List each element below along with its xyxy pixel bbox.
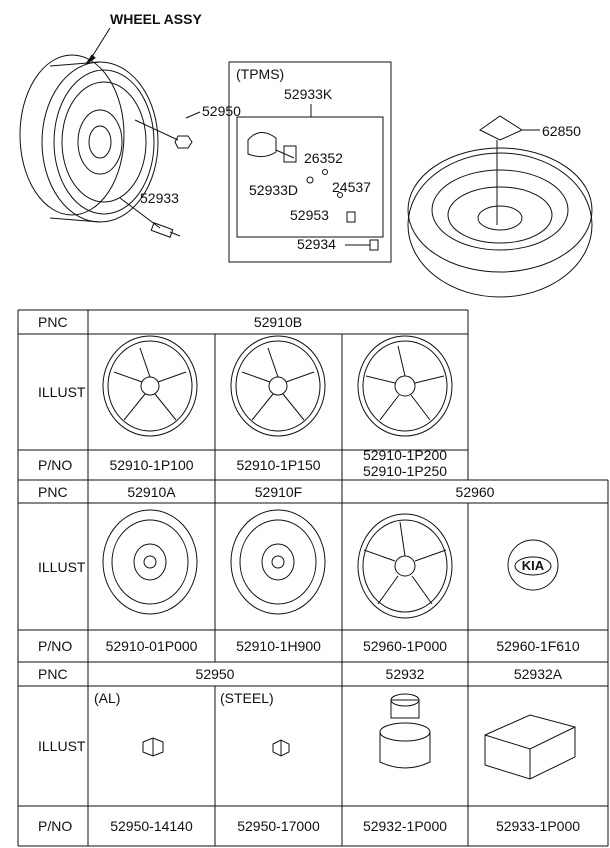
kia-badge-text: KIA: [521, 557, 545, 573]
pnc-52910f: 52910F: [254, 483, 303, 500]
callout-26352: 26352: [304, 150, 343, 166]
pno-52910-1p150: 52910-1P150: [236, 457, 321, 473]
steel-wheel-assy-drawing: [19, 54, 159, 223]
pno-52910-01p000: 52910-01P000: [105, 638, 198, 654]
pnc-52960: 52960: [455, 483, 495, 500]
callout-52934: 52934: [297, 236, 336, 252]
pno-52950-14140: 52950-14140: [110, 818, 193, 834]
steel-wheel-52910f: [230, 509, 326, 615]
table-grid: [17, 309, 609, 847]
pno-52933-1p000: 52933-1P000: [495, 818, 581, 834]
kia-cap: [507, 539, 559, 591]
wheel-bolt-drawing: [119, 197, 181, 238]
pnc-header-3: PNC: [38, 666, 68, 682]
tpms-box: [228, 61, 392, 263]
illust-header-2: ILLUST: [38, 558, 86, 575]
alloy-wheel-1p200: [357, 335, 453, 437]
lug-nut-drawing: [134, 111, 201, 149]
steel-wheel-52910a: [102, 509, 198, 615]
pno-52932-1p000: 52932-1P000: [362, 818, 448, 834]
pno-52910-1p250: 52910-1P250: [362, 463, 448, 479]
sublabel-steel: (STEEL): [220, 690, 274, 706]
callout-52933k: 52933K: [284, 86, 333, 102]
pnc-header-1: PNC: [38, 314, 68, 330]
pno-52910-1p100: 52910-1P100: [109, 457, 194, 473]
pno-52950-17000: 52950-17000: [237, 818, 320, 834]
pno-52910-1p200-group: 52910-1P200 52910-1P250: [342, 446, 468, 480]
tpms-label: (TPMS): [236, 66, 285, 82]
sublabel-al: (AL): [94, 690, 121, 706]
wheel-assy-label: WHEEL ASSY: [110, 11, 202, 27]
lug-nut-steel: [272, 739, 290, 757]
alloy-wheel-52960: [357, 513, 453, 619]
callout-52933d: 52933D: [249, 182, 299, 198]
pnc-52910a: 52910A: [127, 483, 176, 500]
spare-tire-drawing: [407, 115, 593, 298]
pnc-52950: 52950: [195, 666, 235, 682]
callout-52953: 52953: [290, 207, 329, 223]
pno-52960-1f610: 52960-1F610: [496, 638, 580, 654]
pno-52910-1h900: 52910-1H900: [236, 638, 321, 654]
pnc-52932a: 52932A: [513, 666, 563, 682]
illust-header-3: ILLUST: [38, 738, 86, 754]
pnc-52910b: 52910B: [253, 314, 303, 330]
pno-header-3: P/NO: [38, 818, 73, 834]
callout-62850: 62850: [542, 123, 581, 139]
alloy-wheel-1p150: [230, 335, 326, 437]
pno-header-2: P/NO: [38, 638, 73, 654]
pno-52960-1p000: 52960-1P000: [362, 638, 448, 654]
callout-24537: 24537: [332, 179, 371, 195]
sealant-bottle: [379, 693, 431, 769]
alloy-wheel-1p100: [102, 335, 198, 437]
lug-nut-al: [142, 737, 164, 757]
pno-52910-1p200: 52910-1P200: [362, 447, 448, 463]
compressor: [484, 714, 576, 780]
pnc-header-2: PNC: [38, 483, 68, 500]
callout-52933: 52933: [140, 190, 179, 206]
callout-52950: 52950: [202, 103, 241, 119]
pnc-52932: 52932: [385, 666, 425, 682]
illust-header-1: ILLUST: [38, 384, 86, 400]
pno-header-1: P/NO: [38, 457, 73, 473]
